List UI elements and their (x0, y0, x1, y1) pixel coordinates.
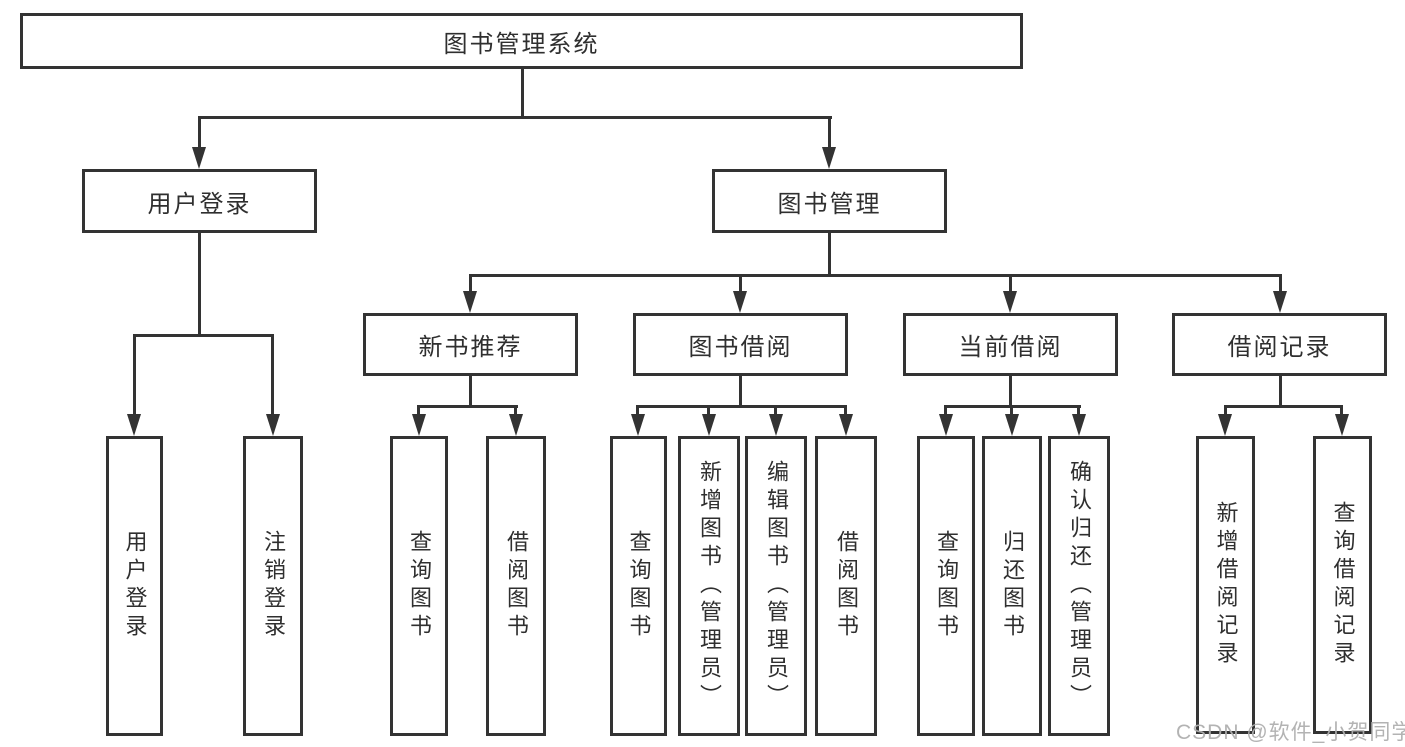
node-borrowing-records: 借阅记录 (1172, 313, 1387, 376)
leaf-edit-books-admin: 编辑图书（管理员） (745, 436, 807, 736)
connector-line (417, 405, 420, 417)
arrow-down-icon (127, 414, 141, 436)
connector-line (1077, 405, 1080, 417)
leaf-add-borrow-record: 新增借阅记录 (1196, 436, 1255, 734)
connector-line (469, 374, 472, 407)
leaf-confirm-return-admin: 确认归还（管理员） (1048, 436, 1110, 736)
connector-line (417, 405, 518, 408)
connector-line (739, 274, 742, 294)
arrow-down-icon (1072, 414, 1086, 436)
connector-line (198, 116, 832, 119)
node-user-login: 用户登录 (82, 169, 317, 233)
arrow-down-icon (1005, 414, 1019, 436)
connector-line (133, 334, 136, 416)
connector-line (469, 274, 1282, 277)
leaf-query-books-borrowing: 查询图书 (610, 436, 667, 736)
connector-line (1009, 374, 1012, 407)
node-library-system: 图书管理系统 (20, 13, 1023, 69)
leaf-logout: 注销登录 (243, 436, 303, 736)
arrow-down-icon (702, 414, 716, 436)
arrow-down-icon (839, 414, 853, 436)
csdn-watermark: CSDN @软件_小贺同学 (1176, 721, 1405, 744)
connector-line (844, 405, 847, 417)
connector-line (707, 405, 710, 417)
arrow-down-icon (733, 291, 747, 313)
arrow-down-icon (1003, 291, 1017, 313)
arrow-down-icon (1218, 414, 1232, 436)
arrow-down-icon (769, 414, 783, 436)
leaf-query-borrow-record: 查询借阅记录 (1313, 436, 1372, 734)
node-current-borrowing: 当前借阅 (903, 313, 1118, 376)
arrow-down-icon (631, 414, 645, 436)
leaf-query-books-recommend: 查询图书 (390, 436, 448, 736)
leaf-add-books-admin: 新增图书（管理员） (678, 436, 740, 736)
connector-line (828, 232, 831, 276)
connector-line (469, 274, 472, 294)
leaf-user-login: 用户登录 (106, 436, 163, 736)
connector-line (514, 405, 517, 417)
connector-line (1340, 405, 1343, 417)
arrow-down-icon (822, 147, 836, 169)
connector-line (828, 116, 831, 150)
connector-line (1224, 405, 1343, 408)
connector-line (774, 405, 777, 417)
connector-line (271, 334, 274, 416)
leaf-borrow-books: 借阅图书 (815, 436, 877, 736)
leaf-query-books-current: 查询图书 (917, 436, 975, 736)
node-new-book-recommendation: 新书推荐 (363, 313, 578, 376)
arrow-down-icon (1335, 414, 1349, 436)
connector-line (1279, 274, 1282, 294)
arrow-down-icon (463, 291, 477, 313)
arrow-down-icon (412, 414, 426, 436)
connector-line (636, 405, 847, 408)
arrow-down-icon (939, 414, 953, 436)
connector-line (1279, 374, 1282, 407)
leaf-return-books: 归还图书 (982, 436, 1042, 736)
connector-line (1009, 274, 1012, 294)
connector-line (521, 68, 524, 118)
connector-line (944, 405, 947, 417)
connector-line (198, 232, 201, 335)
connector-line (133, 334, 274, 337)
node-book-borrowing: 图书借阅 (633, 313, 848, 376)
connector-line (739, 374, 742, 407)
arrow-down-icon (509, 414, 523, 436)
leaf-borrow-books-recommend: 借阅图书 (486, 436, 546, 736)
node-book-management: 图书管理 (712, 169, 947, 233)
connector-line (198, 116, 201, 150)
connector-line (636, 405, 639, 417)
arrow-down-icon (192, 147, 206, 169)
connector-line (1010, 405, 1013, 417)
connector-line (1224, 405, 1227, 417)
arrow-down-icon (1273, 291, 1287, 313)
arrow-down-icon (266, 414, 280, 436)
